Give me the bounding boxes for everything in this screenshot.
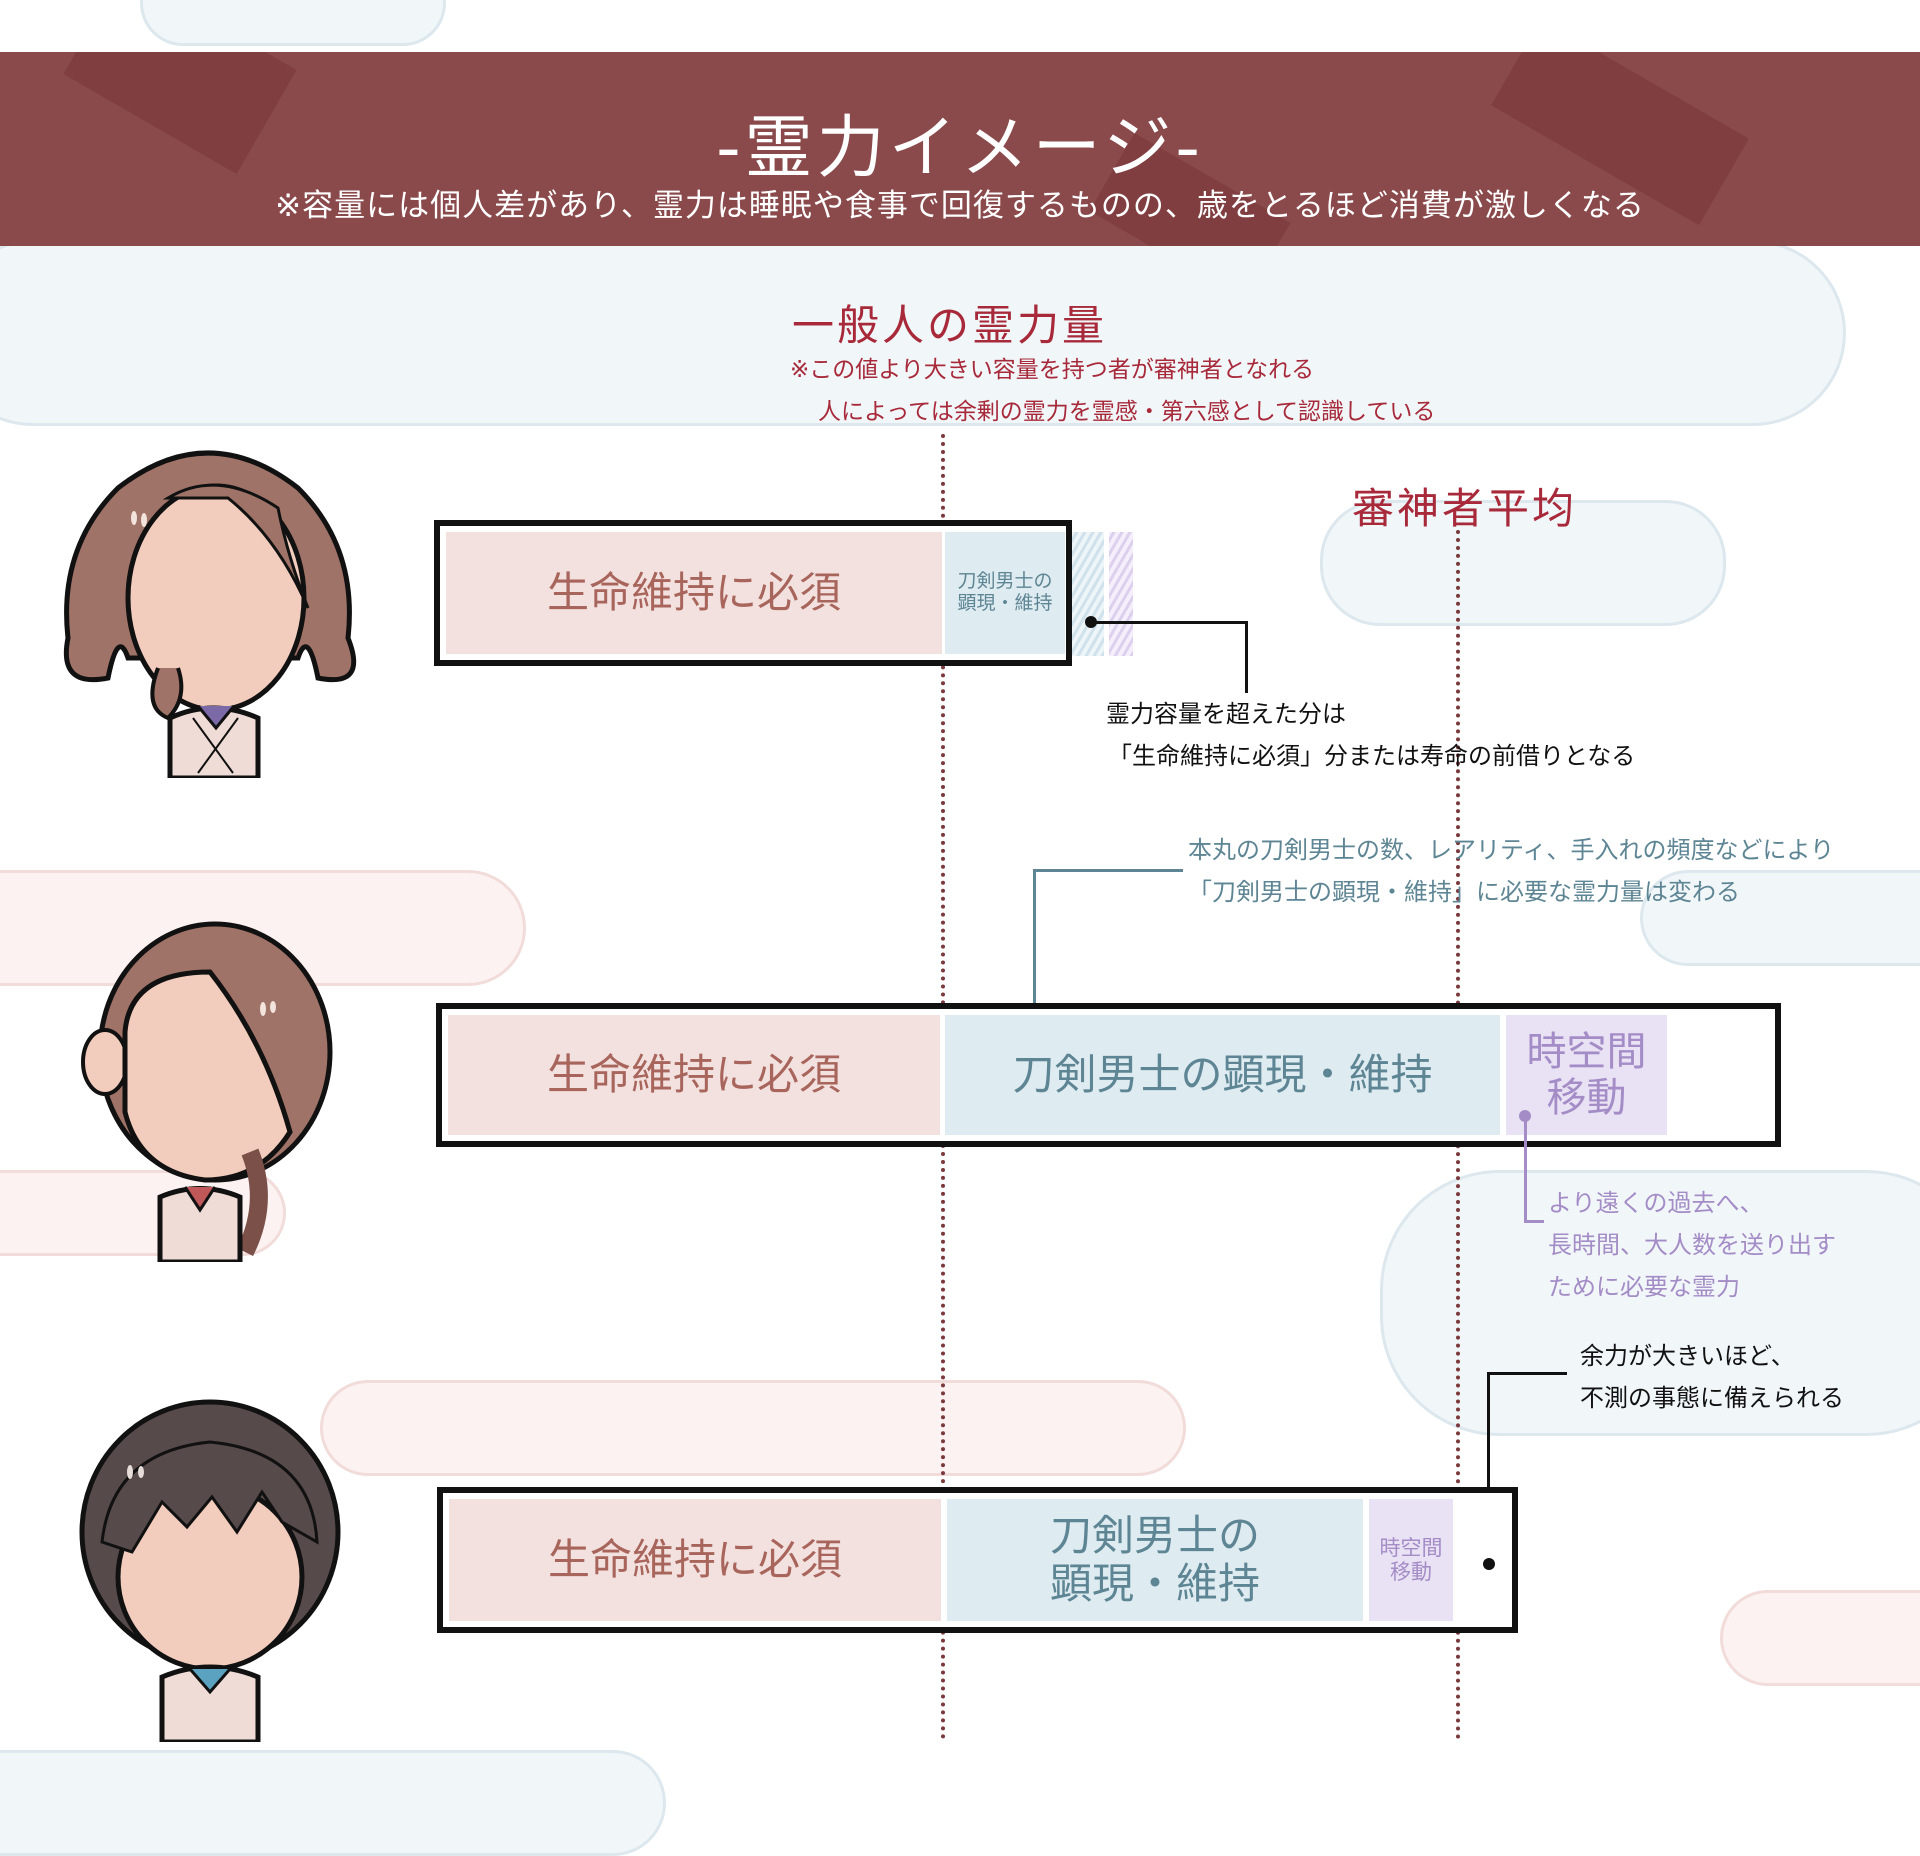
segment-touken-label-2: 顕現・維持 [957, 592, 1053, 614]
segment-jikuu-label-1: 時空間 [1526, 1029, 1647, 1075]
background-cloud [1320, 500, 1726, 626]
background-cloud [320, 1380, 1186, 1476]
background-cloud [1380, 1170, 1920, 1436]
segment-jikuu-label-1: 時空間 [1379, 1535, 1443, 1560]
general-capacity-label: 一般人の霊力量 [792, 301, 1108, 350]
touken-note-1: 本丸の刀剣男士の数、レアリティ、手入れの頻度などにより [1188, 836, 1835, 864]
header-banner: -霊力イメージ- ※容量には個人差があり、霊力は睡眠や食事で回復するものの、歳を… [0, 52, 1920, 246]
overflow-touken-hatched [1072, 532, 1104, 656]
general-capacity-note-1: ※この値より大きい容量を持つ者が審神者となれる [790, 357, 1315, 383]
background-cloud [0, 1750, 666, 1856]
callout-line [1487, 1372, 1567, 1375]
page-subtitle: ※容量には個人差があり、霊力は睡眠や食事で回復するものの、歳をとるほど消費が激し… [275, 188, 1645, 224]
segment-jikuu-3: 時空間 移動 [1369, 1499, 1453, 1621]
segment-jikuu-2: 時空間 移動 [1506, 1015, 1667, 1135]
jikuu-note-1: より遠くの過去へ、 [1548, 1189, 1764, 1217]
jikuu-note-3: ために必要な霊力 [1548, 1273, 1740, 1301]
character-2-avatar [81, 921, 333, 1262]
segment-touken-label-1: 刀剣男士の [1049, 1510, 1260, 1560]
background-cloud [1720, 1590, 1920, 1686]
segment-life-label: 生命維持に必須 [546, 567, 841, 617]
overflow-jikuu-hatched [1109, 532, 1133, 656]
segment-touken-2: 刀剣男士の顕現・維持 [945, 1015, 1500, 1135]
segment-life-2: 生命維持に必須 [448, 1015, 940, 1135]
callout-dot [1483, 1558, 1495, 1570]
reserve-note-2: 不測の事態に備えられる [1580, 1384, 1844, 1412]
saniwa-average-label: 審神者平均 [1352, 484, 1578, 533]
background-cloud [1640, 870, 1920, 966]
segment-touken-label: 刀剣男士の顕現・維持 [1012, 1049, 1433, 1099]
segment-life-3: 生命維持に必須 [449, 1499, 941, 1621]
background-cloud [140, 0, 446, 46]
callout-line [1033, 869, 1183, 872]
overflow-note-1: 霊力容量を超えた分は [1106, 700, 1346, 728]
jikuu-note-2: 長時間、大人数を送り出す [1548, 1231, 1836, 1259]
character-1-avatar [63, 450, 357, 778]
overflow-note-2: 「生命維持に必須」分または寿命の前借りとなる [1108, 742, 1636, 770]
segment-jikuu-label-2: 移動 [1390, 1560, 1432, 1584]
callout-line [1487, 1372, 1490, 1564]
callout-line [1524, 1116, 1527, 1222]
callout-line [1524, 1220, 1544, 1223]
segment-jikuu-label-2: 移動 [1546, 1075, 1627, 1121]
segment-touken-1: 刀剣男士の 顕現・維持 [945, 532, 1065, 654]
callout-line [1245, 621, 1248, 693]
callout-line [1033, 869, 1036, 1029]
segment-life-label: 生命維持に必須 [547, 1534, 842, 1584]
touken-note-2: 「刀剣男士の顕現・維持」に必要な霊力量は変わる [1188, 878, 1740, 906]
segment-life-1: 生命維持に必須 [446, 532, 942, 654]
segment-life-label: 生命維持に必須 [546, 1049, 841, 1099]
callout-line [1091, 621, 1248, 624]
segment-touken-3: 刀剣男士の 顕現・維持 [947, 1499, 1363, 1621]
segment-touken-label-2: 顕現・維持 [1049, 1559, 1260, 1608]
page-title: -霊力イメージ- [716, 109, 1204, 188]
segment-touken-label-1: 刀剣男士の [957, 570, 1053, 593]
reserve-note-1: 余力が大きいほど、 [1580, 1342, 1795, 1370]
general-capacity-note-2: 人によっては余剰の霊力を霊感・第六感として認識している [818, 399, 1436, 425]
character-3-avatar [79, 1399, 341, 1742]
